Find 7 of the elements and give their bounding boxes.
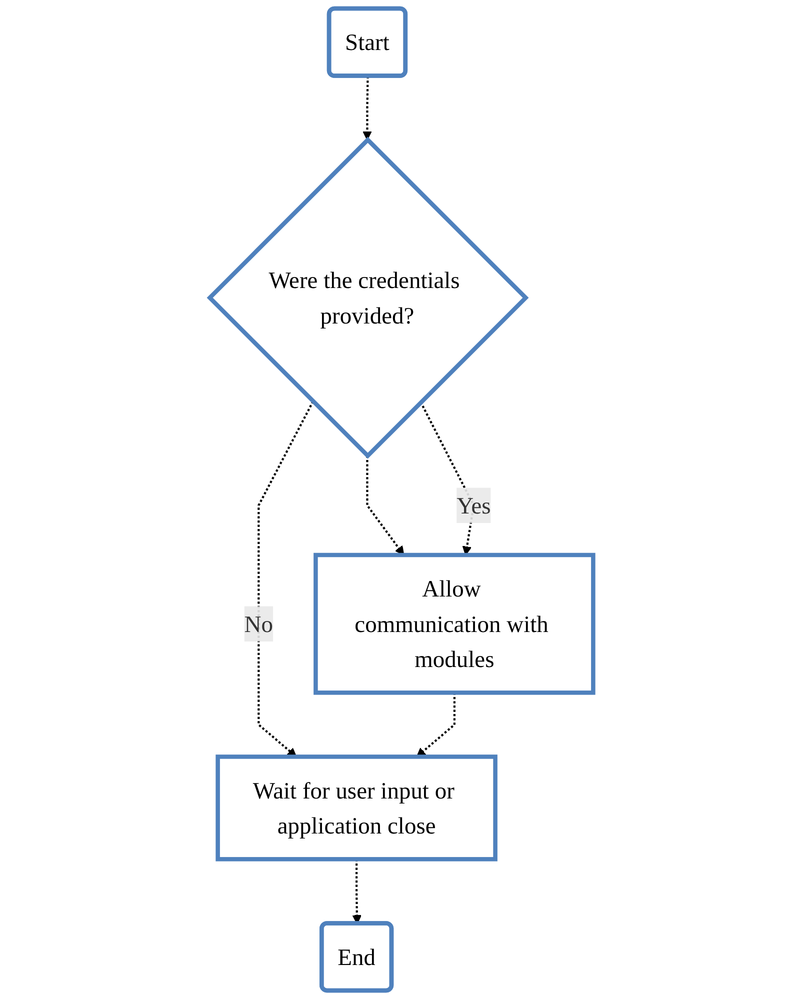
- edge-label: Yes: [456, 492, 491, 519]
- node-box: Wait for user input or application close: [216, 754, 498, 862]
- edge-label: No: [244, 610, 274, 638]
- node-diamond: Were the credentials provided?: [206, 136, 529, 459]
- node-box: Allow communication with modules: [314, 552, 596, 695]
- arrow: [362, 76, 372, 140]
- arrow: [366, 456, 404, 556]
